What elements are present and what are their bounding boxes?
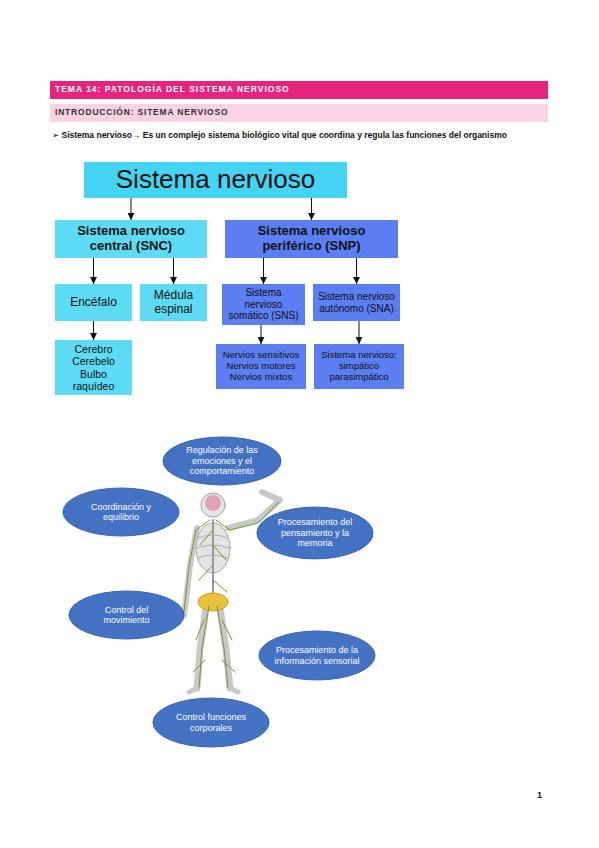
connector-arrow [93,258,94,284]
ellipse-shape [259,631,375,680]
root-box: Sistema nervioso [84,162,347,198]
node-text: Nervios sensitivos Nervios motores Nervi… [220,350,302,383]
nerve [184,520,210,612]
ellipse-shape [163,437,281,485]
brain [205,495,221,511]
process-box: Sistema nervioso somático (SNS) [222,284,305,325]
intro-text: ➢ Sistema nervioso→ Es un complejo siste… [52,131,507,141]
ellipse-shape [257,507,373,559]
node-text: Regulación de las emociones y el comport… [176,445,268,476]
node-text: Sistema nervioso somático (SNS) [226,287,301,322]
process-box: Encéfalo [55,284,132,321]
right-foot [230,688,238,692]
node-text: Sistema nervioso central (SNC) [59,224,203,254]
connector-arrow [263,258,264,284]
ellipse-shape [63,488,179,536]
left-foot [189,688,197,692]
connector-arrow [356,258,357,284]
nerve [193,620,235,672]
process-box: Sistema nervioso autónomo (SNA) [313,284,400,321]
process-box: Médula espinal [140,284,207,321]
ribs [197,535,229,558]
ellipse-shape [153,698,269,747]
function-ellipse: Regulación de las emociones y el comport… [162,436,282,486]
process-box: Cerebro Cerebelo Bulbo raquídeo [55,340,132,395]
connector-arrow [311,198,312,220]
nerve [199,606,209,688]
ellipse-shape [69,591,184,639]
function-ellipse: Procesamiento de la información sensoria… [258,630,376,681]
function-ellipse: Coordinación y equilibrio [62,487,180,537]
node-text: Procesamiento del pensamiento y la memor… [270,517,360,548]
node-text: Médula espinal [144,289,203,317]
connector-arrow [173,258,174,284]
node-text: Cerebro Cerebelo Bulbo raquídeo [59,343,128,391]
title-band: TEMA 14: PATOLOGÍA DEL SISTEMA NERVIOSO [50,81,548,99]
connector-arrow [131,198,132,220]
connector-arrow [359,321,360,344]
node-text: Control funciones corporales [166,712,256,733]
node-text: Encéfalo [70,296,117,310]
process-box: Sistema nervioso central (SNC) [55,220,207,258]
page-number: 1 [537,790,542,800]
spine [212,520,214,605]
title: TEMA 14: PATOLOGÍA DEL SISTEMA NERVIOSO [55,85,290,95]
connector-arrow [261,325,262,344]
process-box: Sistema nervioso: simpático parasimpátic… [314,344,404,389]
node-text: Sistema nervioso: simpático parasimpátic… [318,350,400,383]
pelvis [198,593,228,611]
connector-arrow [93,321,94,340]
process-box: Sistema nervioso periférico (SNP) [225,220,398,258]
function-ellipse: Procesamiento del pensamiento y la memor… [256,506,374,560]
section-band: INTRODUCCIÓN: SITEMA NERVIOSO [50,104,548,122]
nerve [217,606,228,688]
left-arm [184,528,197,615]
node-text: Sistema nervioso periférico (SNP) [229,224,394,254]
nerve [199,530,227,592]
node-text: Procesamiento de la información sensoria… [272,645,362,666]
node-text: Sistema nervioso [116,165,315,195]
function-ellipse: Control funciones corporales [152,697,270,748]
node-text: Control del movimiento [82,605,171,626]
head [201,493,225,517]
node-text: Coordinación y equilibrio [76,502,166,523]
node-text: INTRODUCCIÓN: SITEMA NERVIOSO [55,108,228,118]
process-box: Nervios sensitivos Nervios motores Nervi… [216,344,306,389]
function-ellipse: Control del movimiento [68,590,185,640]
node-text: Sistema nervioso autónomo (SNA) [317,291,396,314]
